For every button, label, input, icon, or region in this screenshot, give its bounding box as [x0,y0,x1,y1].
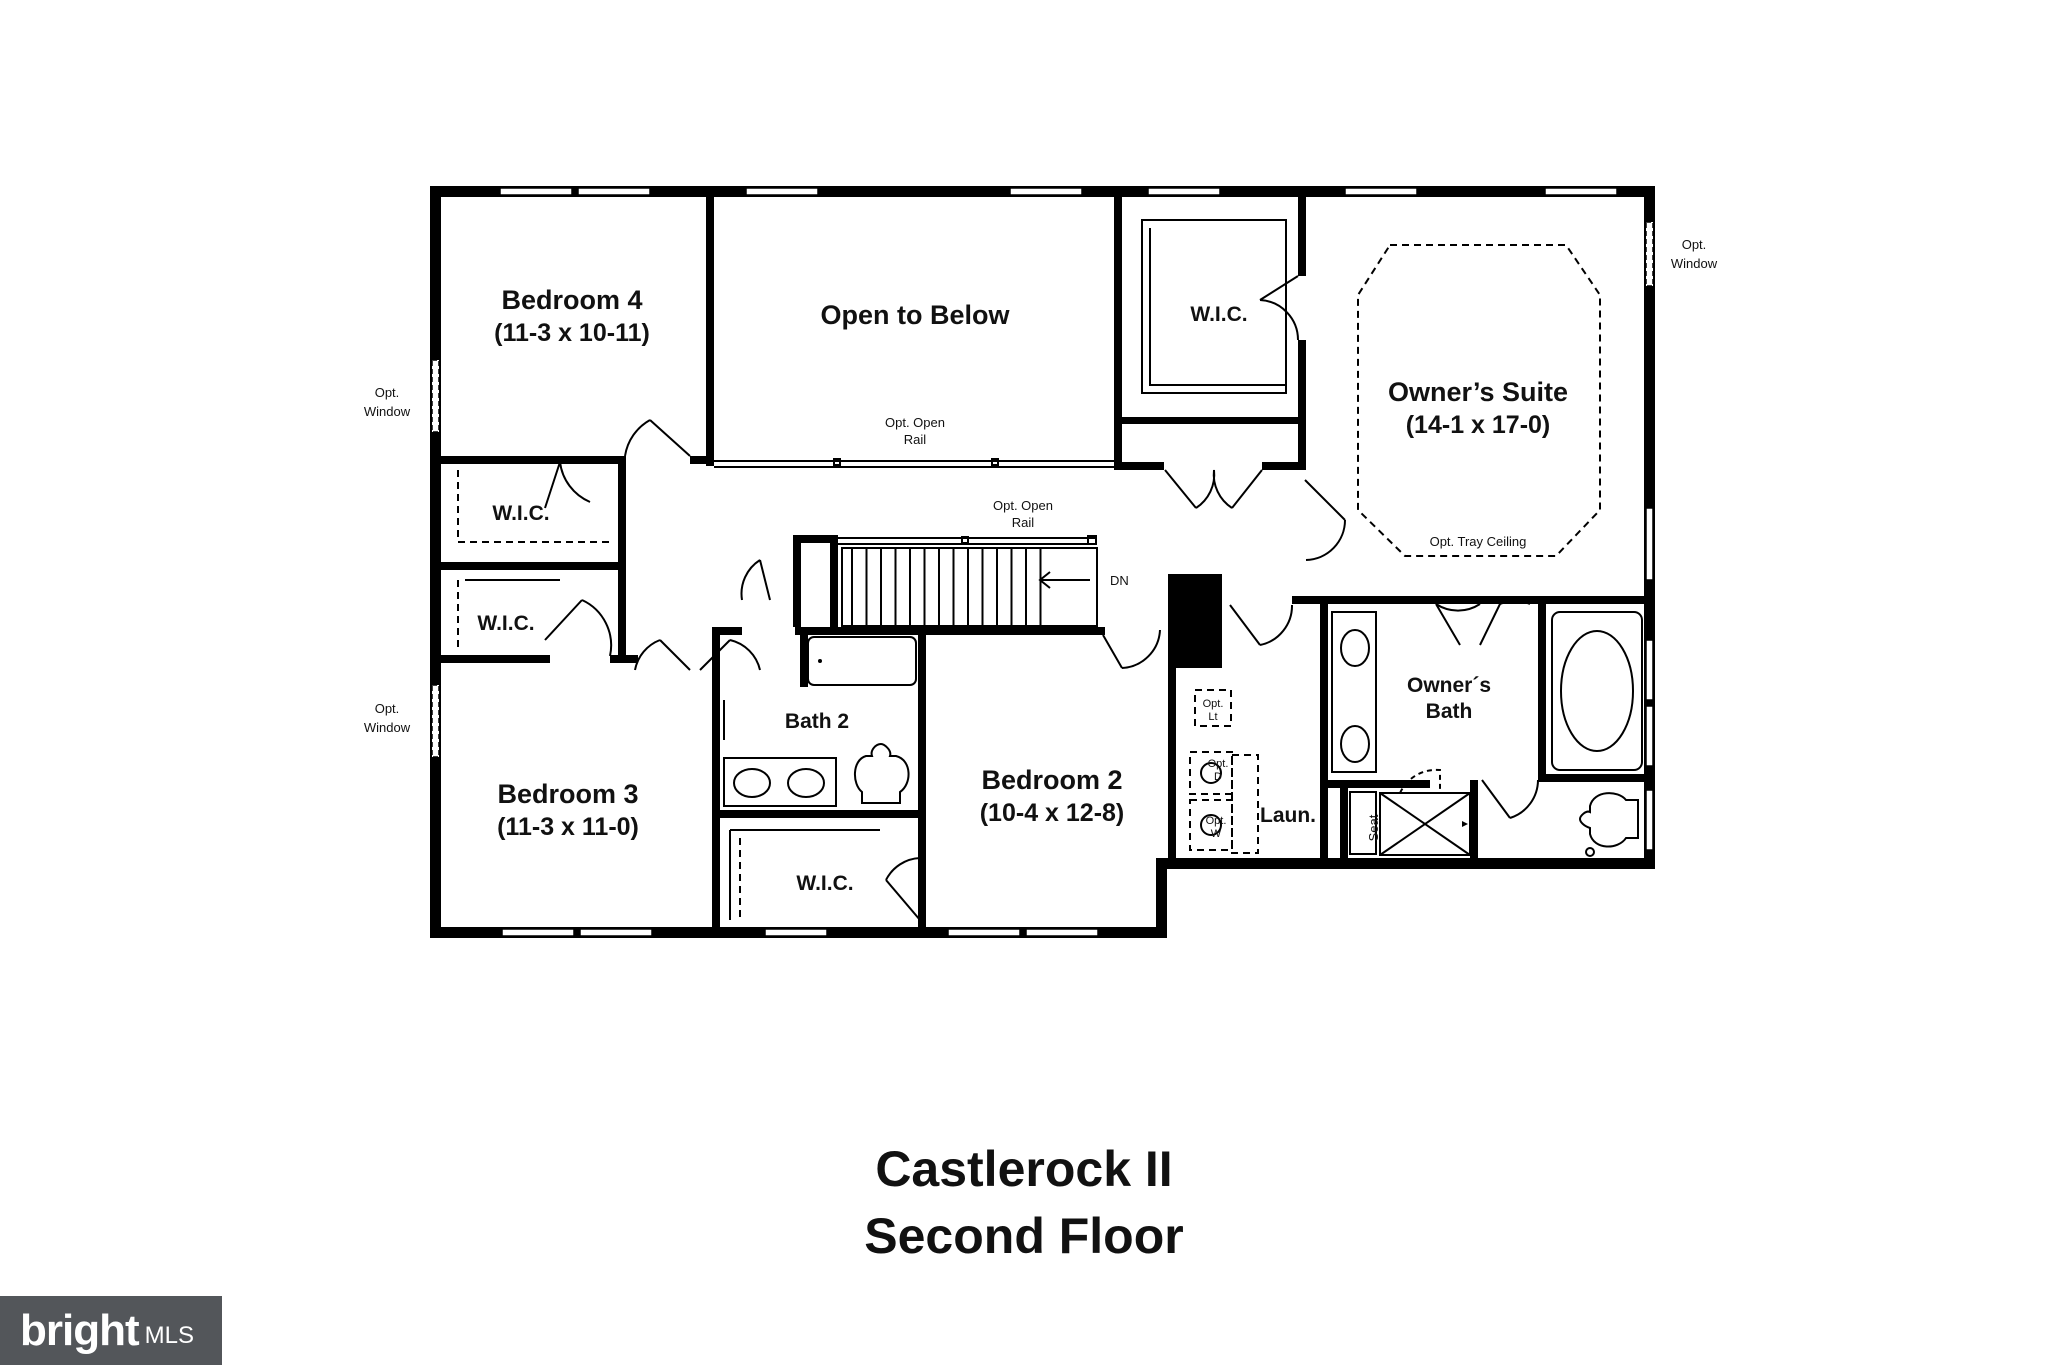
room-labels: Bedroom 4 (11-3 x 10-11) Open to Below W… [477,285,1568,895]
opt-window-left-top-2: Window [364,404,411,419]
owners-suite-name: Owner’s Suite [1388,377,1568,407]
tray-ceiling-note: Opt. Tray Ceiling [1430,534,1527,549]
plan-title: Castlerock II [875,1141,1173,1197]
opt-window-left-bottom-2: Window [364,720,411,735]
laundry-name: Laun. [1260,804,1316,827]
opt-window-left-bottom-1: Opt. [375,701,400,716]
stair-frame [841,547,1098,627]
wic-owner-name: W.I.C. [1190,303,1247,326]
tray-ceiling-outline [1357,244,1601,557]
wic-b3-name: W.I.C. [477,612,534,635]
opt-lt-2: Lt [1208,711,1217,723]
opt-open-rail-2-a: Opt. Open [993,498,1053,513]
staircase [841,547,1098,627]
opt-w-1: Opt. [1206,815,1227,827]
opt-open-rail-2-b: Rail [1012,515,1035,530]
stairs-down-label: DN [1110,573,1129,588]
seat-label: Seat [1366,814,1381,841]
owners-bath-line1: Owner´s [1407,674,1491,697]
logo-suffix: MLS [144,1321,194,1349]
bedroom2-dims: (10-4 x 12-8) [980,799,1125,827]
opt-lt-1: Opt. [1203,698,1224,710]
opt-window-right-1: Opt. [1682,237,1707,252]
opt-d-2: D [1214,771,1222,783]
open-rails [714,458,1114,545]
open-below-name: Open to Below [821,300,1011,330]
owners-bath-line2: Bath [1426,700,1473,723]
plan-notes: Opt. Window Opt. Window Opt. Window Opt.… [364,237,1718,841]
opt-open-rail-1-b: Rail [904,432,927,447]
bedroom3-dims: (11-3 x 11-0) [497,813,639,841]
bedroom4-dims: (11-3 x 10-11) [494,319,650,347]
opt-open-rail-1-a: Opt. Open [885,415,945,430]
wic-b2-name: W.I.C. [796,872,853,895]
fixtures [723,571,1643,857]
opt-window-left-top-1: Opt. [375,385,400,400]
windows [431,187,1654,937]
plan-subtitle: Second Floor [864,1208,1184,1264]
bedroom2-name: Bedroom 2 [981,765,1122,795]
opt-window-right-2: Window [1671,256,1718,271]
door-swings [544,275,1539,921]
wic-b4-name: W.I.C. [492,502,549,525]
closet-shelving [457,219,1287,920]
bath2-name: Bath 2 [785,710,849,733]
opt-w-2: W [1211,828,1222,840]
opt-d-1: Opt. [1208,758,1229,770]
logo-word: bright [20,1305,140,1355]
owners-suite-dims: (14-1 x 17-0) [1406,411,1551,439]
bedroom3-name: Bedroom 3 [497,779,638,809]
interior-walls [430,186,1655,938]
bedroom4-name: Bedroom 4 [501,285,642,315]
bright-mls-logo: bright MLS [0,1296,222,1365]
